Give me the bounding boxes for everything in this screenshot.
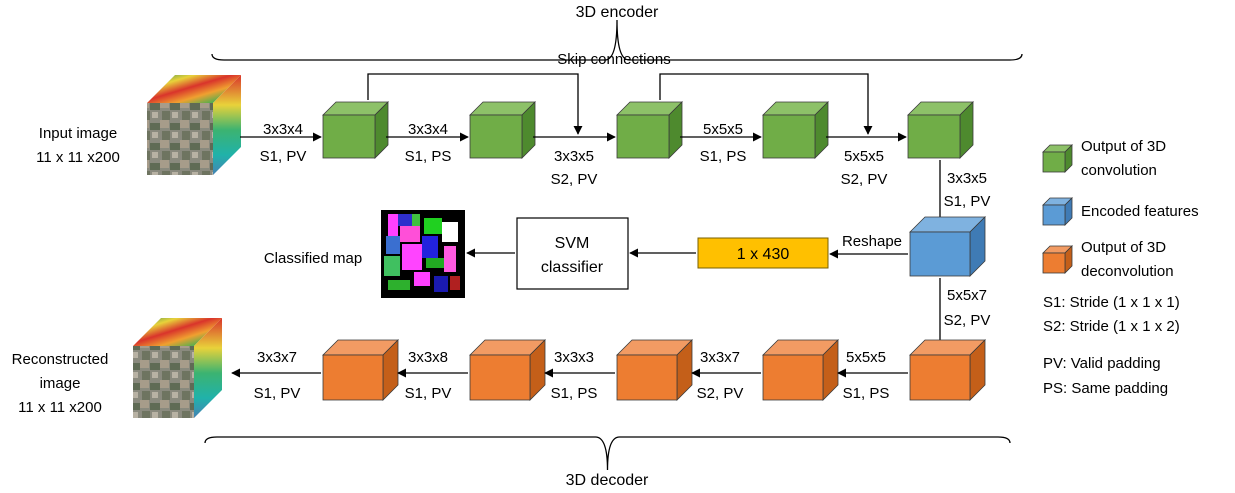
deconv-output-cube-2 <box>762 339 839 401</box>
encoder-op-params-1: S1, PV <box>260 148 307 165</box>
input-image-size: 11 x 11 x200 <box>36 149 120 166</box>
svm-classifier-box <box>516 217 629 290</box>
decoder-op-params-2: S2, PV <box>697 385 744 402</box>
legend-orange-label-2: deconvolution <box>1081 263 1174 280</box>
reconstructed-image-size: 11 x 11 x200 <box>18 399 102 416</box>
deconv-output-cube-3 <box>616 339 693 401</box>
encoder-op-kernel-3: 3x3x5 <box>554 148 594 165</box>
input-image-label: Input image <box>39 125 117 142</box>
legend-orange-label-1: Output of 3D <box>1081 239 1166 256</box>
skip-connection-1 <box>367 73 583 135</box>
skip-connection-2 <box>659 73 873 135</box>
decoder-op-params-5: S1, PV <box>254 385 301 402</box>
encoded-features-cube <box>909 216 986 277</box>
feature-vector-box <box>697 237 829 269</box>
classified-map-image <box>381 210 465 298</box>
decoder-op-kernel-1: 5x5x5 <box>846 349 886 366</box>
legend-note-3: PV: Valid padding <box>1043 355 1161 372</box>
encoder-op-kernel-4: 5x5x5 <box>703 121 743 138</box>
decoder-op-params-4: S1, PV <box>405 385 452 402</box>
conv-output-cube-2 <box>469 101 536 159</box>
reshape-label: Reshape <box>842 233 902 250</box>
encoder-brace <box>211 19 1023 61</box>
svm-label-line2: classifier <box>541 259 604 276</box>
classified-map-label: Classified map <box>264 250 362 267</box>
decoder-op-params-1: S1, PS <box>843 385 890 402</box>
deconv-output-cube-4 <box>469 339 546 401</box>
reconstructed-image-label-2: image <box>40 375 81 392</box>
legend-green-label-2: convolution <box>1081 162 1157 179</box>
legend-orange-swatch <box>1042 245 1073 274</box>
decoder-op-kernel-2: 3x3x7 <box>700 349 740 366</box>
input-image-cube <box>147 75 241 175</box>
skip-connections-label: Skip connections <box>557 51 670 68</box>
legend-blue-label: Encoded features <box>1081 203 1199 220</box>
legend-green-label-1: Output of 3D <box>1081 138 1166 155</box>
encoder-title: 3D encoder <box>576 4 659 21</box>
legend-note-1: S1: Stride (1 x 1 x 1) <box>1043 294 1180 311</box>
first-deconv-op-params: S2, PV <box>944 312 991 329</box>
encoder-op-params-4: S1, PS <box>700 148 747 165</box>
decoder-op-kernel-3: 3x3x3 <box>554 349 594 366</box>
encoder-op-kernel-5: 5x5x5 <box>844 148 884 165</box>
decoder-op-params-3: S1, PS <box>551 385 598 402</box>
encoder-op-kernel-1: 3x3x4 <box>263 121 303 138</box>
conv-output-cube-1 <box>322 101 389 159</box>
legend-green-swatch <box>1042 144 1073 173</box>
decoder-op-kernel-4: 3x3x8 <box>408 349 448 366</box>
encoder-op-params-5: S2, PV <box>841 171 888 188</box>
deconv-output-cube-5 <box>322 339 399 401</box>
bottleneck-op-kernel: 3x3x5 <box>947 170 987 187</box>
decoder-brace <box>204 436 1011 471</box>
feature-vector-label: 1 x 430 <box>737 246 790 263</box>
encoder-op-params-2: S1, PS <box>405 148 452 165</box>
reconstructed-image-label-1: Reconstructed <box>12 351 109 368</box>
encoder-op-kernel-2: 3x3x4 <box>408 121 448 138</box>
decoder-title: 3D decoder <box>566 472 649 489</box>
legend-blue-swatch <box>1042 197 1073 226</box>
first-deconv-op-kernel: 5x5x7 <box>947 287 987 304</box>
reconstructed-image-cube <box>133 318 222 418</box>
bottleneck-op-params: S1, PV <box>944 193 991 210</box>
svm-label-line1: SVM <box>555 235 590 252</box>
conv-output-cube-5 <box>907 101 974 159</box>
conv-output-cube-3 <box>616 101 683 159</box>
decoder-op-kernel-5: 3x3x7 <box>257 349 297 366</box>
encoder-op-params-3: S2, PV <box>551 171 598 188</box>
deconv-output-cube-1 <box>909 339 986 401</box>
legend-note-2: S2: Stride (1 x 1 x 2) <box>1043 318 1180 335</box>
legend-note-4: PS: Same padding <box>1043 380 1168 397</box>
conv-output-cube-4 <box>762 101 829 159</box>
